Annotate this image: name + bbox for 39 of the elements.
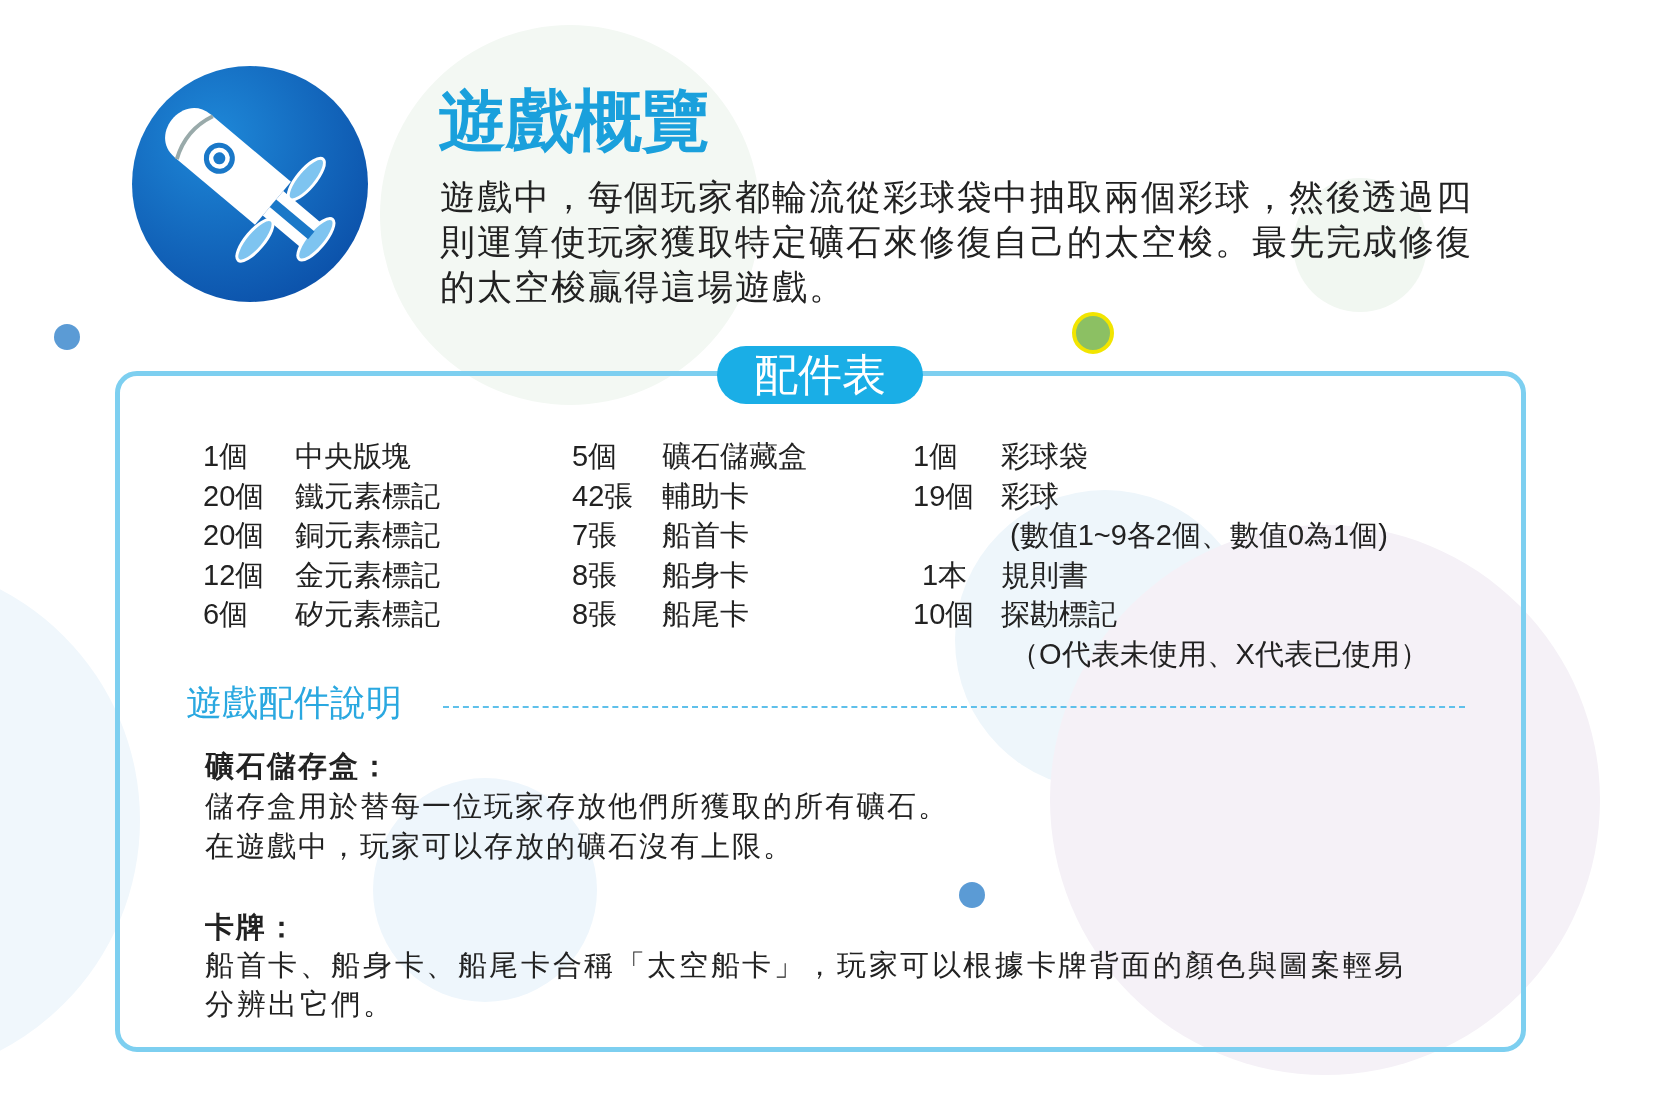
- quantity-text: 10個: [913, 597, 975, 632]
- paragraph-text: 儲存盒用於替每一位玩家存放他們所獲取的所有礦石。: [205, 789, 949, 824]
- quantity-text: 1個: [913, 439, 959, 474]
- item-name: 矽元素標記: [295, 597, 440, 632]
- quantity-text: 42張: [572, 479, 634, 514]
- quantity-text: 20個: [203, 518, 265, 553]
- note-text: （O代表未使用、X代表已使用）: [1010, 637, 1429, 672]
- item-name: 船身卡: [662, 558, 749, 593]
- quantity-text: 12個: [203, 558, 265, 593]
- item-name: 規則書: [1001, 558, 1088, 593]
- item-name: 礦石儲藏盒: [662, 439, 807, 474]
- quantity-text: 8張: [572, 558, 618, 593]
- item-name: 金元素標記: [295, 558, 440, 593]
- item-name: 中央版塊: [295, 439, 411, 474]
- quantity-text: 7張: [572, 518, 618, 553]
- paragraph-heading: 卡牌：: [205, 910, 298, 945]
- quantity-text: 20個: [203, 479, 265, 514]
- note-text: (數值1~9各2個、數值0為1個): [1010, 518, 1388, 553]
- section-heading: 遊戲配件說明: [186, 681, 402, 725]
- paragraph-heading: 礦石儲存盒：: [205, 749, 391, 784]
- paragraph-text: 船首卡、船身卡、船尾卡合稱「太空船卡」，玩家可以根據卡牌背面的顏色與圖案輕易分辨出它們。: [205, 948, 1407, 1022]
- item-name: 彩球: [1001, 479, 1059, 514]
- item-name: 船首卡: [662, 518, 749, 553]
- item-name: 鐵元素標記: [295, 479, 440, 514]
- item-name: 輔助卡: [662, 479, 749, 514]
- quantity-text: 5個: [572, 439, 618, 474]
- item-name: 彩球袋: [1001, 439, 1088, 474]
- quantity-text: 1本: [922, 558, 968, 593]
- quantity-text: 19個: [913, 479, 975, 514]
- quantity-text: 8張: [572, 597, 618, 632]
- paragraph-text: 在遊戲中，玩家可以存放的礦石沒有上限。: [205, 829, 794, 864]
- item-name: 探勘標記: [1001, 597, 1117, 632]
- quantity-text: 1個: [203, 439, 249, 474]
- item-name: 船尾卡: [662, 597, 749, 632]
- item-name: 銅元素標記: [295, 518, 440, 553]
- panel-tab: 配件表: [717, 346, 923, 404]
- description-text: 遊戲中，每個玩家都輪流從彩球袋中抽取兩個彩球，然後透過四則運算使玩家獲取特定礦石來修復自己的太空梭。最先完成修復的太空梭贏得這場遊戲。: [440, 176, 1475, 308]
- quantity-text: 6個: [203, 597, 249, 632]
- title-text: 遊戲概覽: [438, 81, 710, 160]
